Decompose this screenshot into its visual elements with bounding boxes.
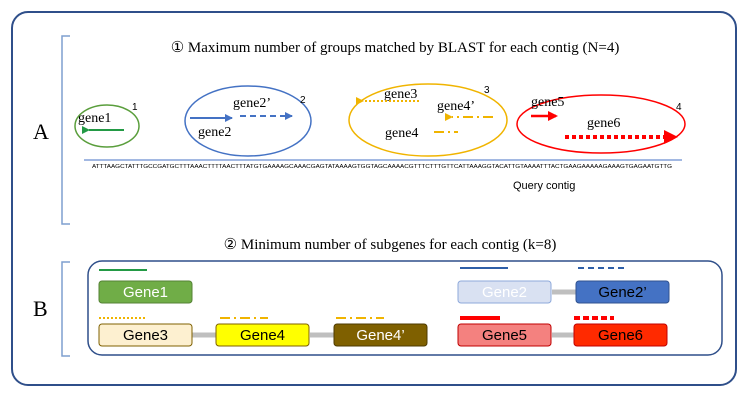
gene4-box (215, 323, 310, 347)
group-2-number: 2 (300, 95, 306, 106)
bracket-a (61, 35, 70, 225)
gene3-label: gene3 (384, 87, 417, 102)
gene2-label: gene2 (198, 125, 231, 140)
gene2-prime-box (575, 280, 670, 304)
gene1-box (98, 280, 193, 304)
subgene-container (87, 260, 723, 356)
group-2-ellipse (184, 85, 312, 157)
gene2-prime-box-label: Gene2’ (598, 284, 646, 301)
gene6-box-label: Gene6 (598, 327, 643, 344)
group-4-ellipse (516, 94, 686, 154)
gene4-box-label: Gene4 (240, 327, 285, 344)
gene5-label: gene5 (531, 95, 564, 110)
gene2-box-label: Gene2 (482, 284, 527, 301)
gene4-label: gene4 (385, 126, 418, 141)
gene2-box (457, 280, 552, 304)
gene1-box-label: Gene1 (123, 284, 168, 301)
gene6-box (573, 323, 668, 347)
outer-frame (11, 11, 737, 386)
gene5-box-label: Gene5 (482, 327, 527, 344)
group-4-number: 4 (676, 102, 682, 113)
gene4-prime-label: gene4’ (437, 99, 475, 114)
gene2-prime-label: gene2’ (233, 96, 271, 111)
gene4-prime-box (333, 323, 428, 347)
group-3-ellipse (348, 83, 508, 157)
query-sequence: ATTTAAGCTATTTGCCGATGCTTTAAACTTTTAACTTTAT… (92, 164, 672, 170)
group-1-ellipse (74, 104, 140, 148)
group-3-number: 3 (484, 85, 490, 96)
gene3-box-label: Gene3 (123, 327, 168, 344)
panel-a-title: ① Maximum number of groups matched by BL… (171, 40, 620, 56)
gene5-box (457, 323, 552, 347)
gene6-label: gene6 (587, 116, 620, 131)
query-contig-label: Query contig (513, 180, 575, 192)
group-1-number: 1 (132, 102, 138, 113)
panel-a-letter: A (33, 119, 49, 144)
panel-b-letter: B (33, 296, 48, 321)
bracket-b (61, 261, 70, 357)
gene1-label: gene1 (78, 111, 111, 126)
gene3-box (98, 323, 193, 347)
panel-b-title: ② Minimum number of subgenes for each co… (224, 237, 557, 253)
gene4-prime-box-label: Gene4’ (356, 327, 404, 344)
